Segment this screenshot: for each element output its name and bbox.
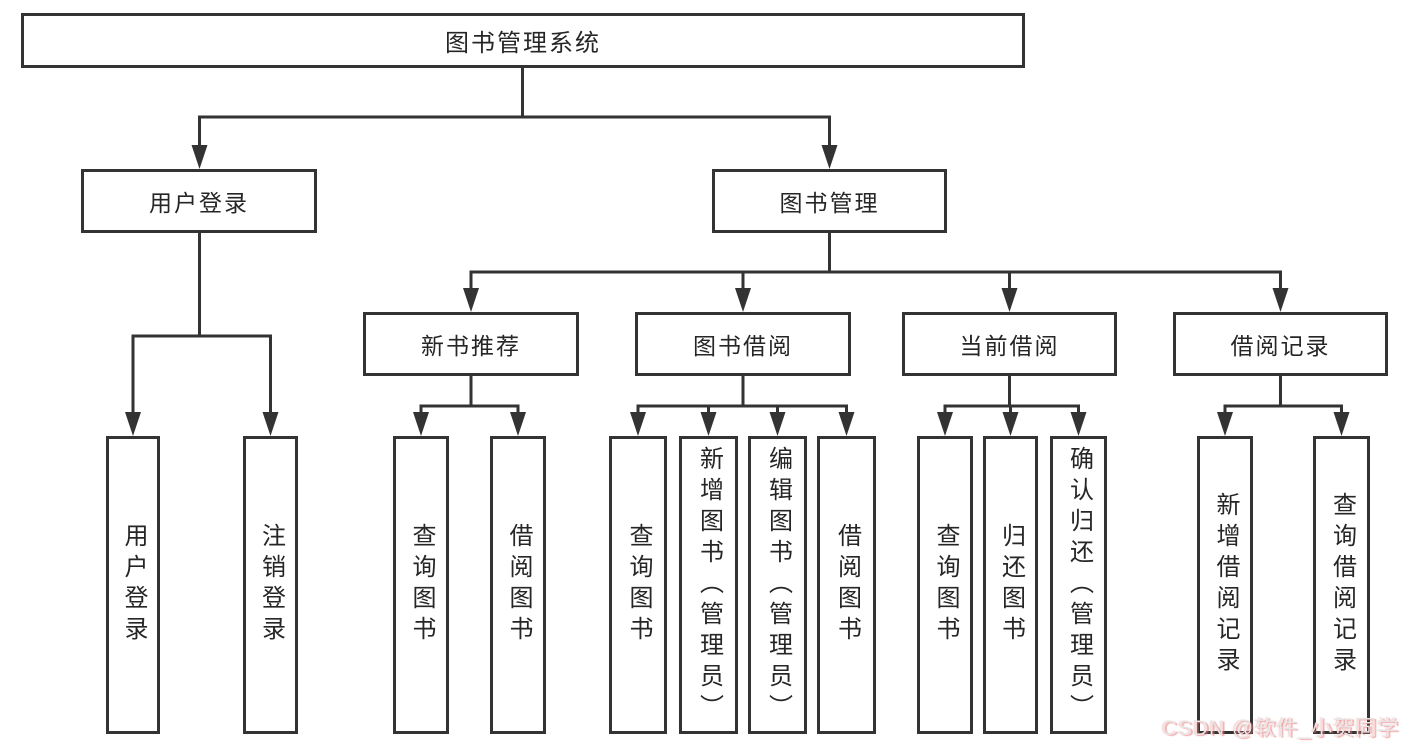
arrowhead xyxy=(937,412,953,436)
leaf-query-book-current-label: 查询图书 xyxy=(932,523,959,647)
leaf-add-book-admin-label: 新增图书（管理员） xyxy=(695,445,723,725)
leaf-confirm-return-admin-label: 确认归还（管理员） xyxy=(1065,445,1093,725)
leaf-user-login: 用户登录 xyxy=(106,436,160,734)
leaf-add-borrow-record-label: 新增借阅记录 xyxy=(1212,492,1239,678)
leaf-query-book-current: 查询图书 xyxy=(917,436,973,734)
leaf-query-book-recommend-label: 查询图书 xyxy=(408,523,435,647)
node-library-system: 图书管理系统 xyxy=(21,13,1025,68)
connector-book-borrow xyxy=(630,376,855,436)
arrowhead xyxy=(413,412,429,436)
leaf-add-borrow-record: 新增借阅记录 xyxy=(1197,436,1253,734)
arrowhead xyxy=(1002,412,1019,436)
arrowhead xyxy=(821,145,838,169)
connector-current-borrow xyxy=(937,376,1087,436)
arrowhead xyxy=(1272,288,1289,312)
arrowhead xyxy=(1070,412,1087,436)
connector-book-management xyxy=(463,233,1289,312)
leaf-edit-book-admin: 编辑图书（管理员） xyxy=(748,436,807,734)
leaf-borrow-book: 借阅图书 xyxy=(817,436,876,734)
leaf-edit-book-admin-label: 编辑图书（管理员） xyxy=(764,445,792,725)
node-current-borrow: 当前借阅 xyxy=(902,312,1117,376)
leaf-confirm-return-admin: 确认归还（管理员） xyxy=(1050,436,1107,734)
arrowhead xyxy=(510,412,526,436)
arrowhead xyxy=(262,412,279,436)
leaf-query-book-borrow: 查询图书 xyxy=(609,436,667,734)
leaf-query-borrow-record-label: 查询借阅记录 xyxy=(1328,492,1356,678)
leaf-borrow-book-label: 借阅图书 xyxy=(833,523,861,647)
leaf-return-book: 归还图书 xyxy=(983,436,1038,734)
arrowhead xyxy=(1333,412,1350,436)
connector-root xyxy=(191,68,838,169)
connector-new-book-recommend xyxy=(413,376,526,436)
arrowhead xyxy=(630,412,646,436)
leaf-logout: 注销登录 xyxy=(243,436,298,734)
leaf-borrow-book-recommend: 借阅图书 xyxy=(490,436,546,734)
leaf-query-book-recommend: 查询图书 xyxy=(393,436,449,734)
csdn-watermark: CSDN @软件_小贺同学 xyxy=(1161,717,1399,740)
connector-user-login xyxy=(125,233,279,436)
node-book-management: 图书管理 xyxy=(712,169,947,233)
leaf-logout-label: 注销登录 xyxy=(257,523,285,647)
arrowhead xyxy=(1217,412,1233,436)
node-new-book-recommend: 新书推荐 xyxy=(363,312,579,376)
leaf-add-book-admin: 新增图书（管理员） xyxy=(679,436,738,734)
leaf-borrow-book-recommend-label: 借阅图书 xyxy=(505,523,532,647)
arrowhead xyxy=(1001,288,1018,312)
leaf-query-borrow-record: 查询借阅记录 xyxy=(1313,436,1370,734)
leaf-return-book-label: 归还图书 xyxy=(997,523,1025,647)
arrowhead xyxy=(191,145,208,169)
leaf-user-login-label: 用户登录 xyxy=(120,523,147,647)
arrowhead xyxy=(769,412,786,436)
arrowhead xyxy=(700,412,717,436)
connector-borrow-records xyxy=(1217,376,1350,436)
node-book-borrow: 图书借阅 xyxy=(635,312,851,376)
arrowhead xyxy=(125,412,141,436)
node-borrow-records: 借阅记录 xyxy=(1173,312,1388,376)
arrowhead xyxy=(735,288,751,312)
leaf-query-book-borrow-label: 查询图书 xyxy=(625,523,652,647)
node-user-login: 用户登录 xyxy=(81,169,317,233)
arrowhead xyxy=(463,288,479,312)
arrowhead xyxy=(838,412,855,436)
